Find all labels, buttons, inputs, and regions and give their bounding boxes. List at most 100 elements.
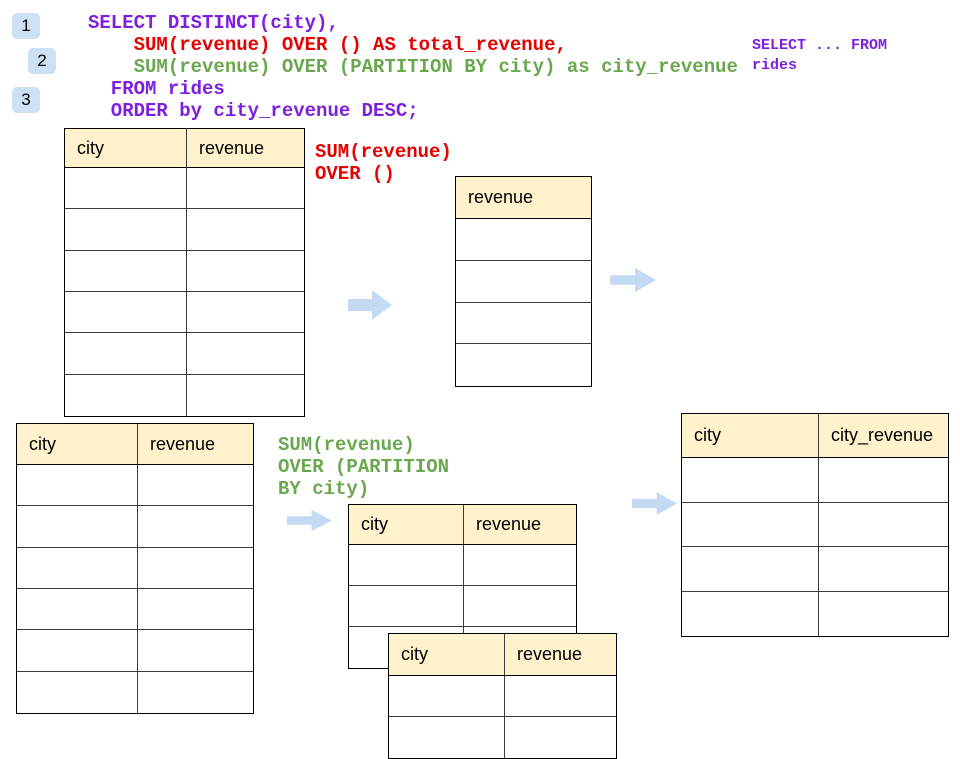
table-cell-empty <box>137 671 253 713</box>
table-cell-empty <box>389 676 504 716</box>
annotation-line: OVER (PARTITION <box>278 456 450 478</box>
table-cell-empty <box>186 209 304 250</box>
sql-line-total-revenue: SUM(revenue) OVER () AS total_revenue, <box>88 34 567 56</box>
table-cell-empty <box>17 630 137 670</box>
table-row <box>65 209 304 251</box>
table-cell-empty <box>17 589 137 629</box>
table-cell-empty <box>456 303 591 344</box>
table-row <box>456 219 591 261</box>
table-cell-empty <box>186 250 304 291</box>
table-body <box>65 168 304 416</box>
table-row <box>456 261 591 303</box>
table-cell-empty <box>186 168 304 209</box>
column-header-city: city <box>29 433 56 454</box>
over-all-annotation: SUM(revenue)OVER () <box>315 141 452 185</box>
table-row <box>65 374 304 416</box>
table-cell-empty <box>65 292 186 332</box>
table-row <box>17 671 253 713</box>
table-row <box>17 506 253 548</box>
table-cell-empty <box>504 717 616 758</box>
table-cell-empty <box>682 592 818 637</box>
table-cell-empty <box>463 586 576 626</box>
table-row <box>456 303 591 345</box>
table-cell-empty <box>17 506 137 546</box>
step-badge-2: 2 <box>28 48 56 74</box>
right-arrow-icon <box>610 268 656 292</box>
table-row <box>349 586 576 627</box>
table-cell-empty <box>456 219 591 260</box>
table-header-row: city revenue <box>389 634 616 676</box>
table-cell-empty <box>389 717 504 758</box>
column-header-city: city <box>361 514 388 534</box>
table-rides-top: city revenue <box>64 128 305 417</box>
table-header-row: city city_revenue <box>682 414 948 458</box>
table-partition-step-overlay: city revenue <box>388 633 617 759</box>
table-cell-empty <box>818 502 948 546</box>
table-city-revenue-result: city city_revenue <box>681 413 949 637</box>
table-body <box>17 465 253 713</box>
flow-arrow-to-city-revenue-result <box>632 492 677 515</box>
step-badge-3: 3 <box>12 87 40 113</box>
note-line: rides <box>752 57 798 74</box>
table-body <box>456 219 591 386</box>
table-row <box>17 465 253 507</box>
table-row <box>65 168 304 210</box>
note-line: SELECT ... FROM <box>752 37 888 54</box>
table-cell-empty <box>137 547 253 588</box>
table-cell-empty <box>65 251 186 291</box>
table-cell-empty <box>818 591 948 636</box>
sql-line-from: FROM rides <box>88 78 225 100</box>
table-cell-empty <box>682 547 818 591</box>
table-cell-empty <box>463 545 576 585</box>
column-header-revenue: revenue <box>504 634 616 675</box>
table-row <box>682 502 948 547</box>
sql-line-order-by: ORDER by city_revenue DESC; <box>88 100 419 122</box>
column-header-revenue: revenue <box>186 129 304 167</box>
table-cell-empty <box>682 458 818 502</box>
annotation-line: SUM(revenue) <box>315 141 452 163</box>
column-header-revenue: revenue <box>137 424 253 464</box>
flow-arrow-to-total-result <box>348 290 392 320</box>
table-row <box>17 547 253 589</box>
table-cell-empty <box>682 503 818 547</box>
annotation-line: OVER () <box>315 163 395 185</box>
table-cell-empty <box>818 547 948 591</box>
table-total-revenue-result: revenue <box>455 176 592 387</box>
sql-line-city-revenue: SUM(revenue) OVER (PARTITION BY city) as… <box>88 56 738 78</box>
table-row <box>389 717 616 758</box>
step-badge-1: 1 <box>12 13 40 39</box>
table-row <box>349 545 576 586</box>
table-row <box>17 630 253 672</box>
table-cell-empty <box>137 506 253 547</box>
table-cell-empty <box>65 375 186 416</box>
table-cell-empty <box>65 168 186 208</box>
flow-arrow-from-total-result <box>610 268 656 292</box>
table-rides-bottom: city revenue <box>16 423 254 714</box>
column-header-revenue: revenue <box>468 187 534 207</box>
table-header-row: revenue <box>456 177 591 219</box>
right-arrow-icon <box>348 290 392 320</box>
table-header-row: city revenue <box>65 129 304 168</box>
annotation-line: SUM(revenue) <box>278 434 415 456</box>
sql-query-code: SELECT DISTINCT(city), SUM(revenue) OVER… <box>88 12 738 122</box>
table-row <box>456 344 591 386</box>
table-cell-empty <box>65 333 186 373</box>
table-header-row: city revenue <box>349 505 576 545</box>
table-cell-empty <box>504 676 616 716</box>
sql-line-select: SELECT DISTINCT(city), <box>88 12 339 34</box>
table-cell-empty <box>186 291 304 333</box>
table-row <box>65 291 304 334</box>
table-cell-empty <box>17 548 137 588</box>
table-row <box>65 250 304 292</box>
table-header-row: city revenue <box>17 424 253 465</box>
column-header-city: city <box>401 644 428 664</box>
table-row <box>389 676 616 717</box>
table-row <box>17 588 253 631</box>
table-row <box>65 333 304 375</box>
column-header-city: city <box>77 137 104 158</box>
table-row <box>682 591 948 637</box>
table-cell-empty <box>349 545 463 585</box>
table-cell-empty <box>65 209 186 249</box>
column-header-city: city <box>694 425 721 445</box>
